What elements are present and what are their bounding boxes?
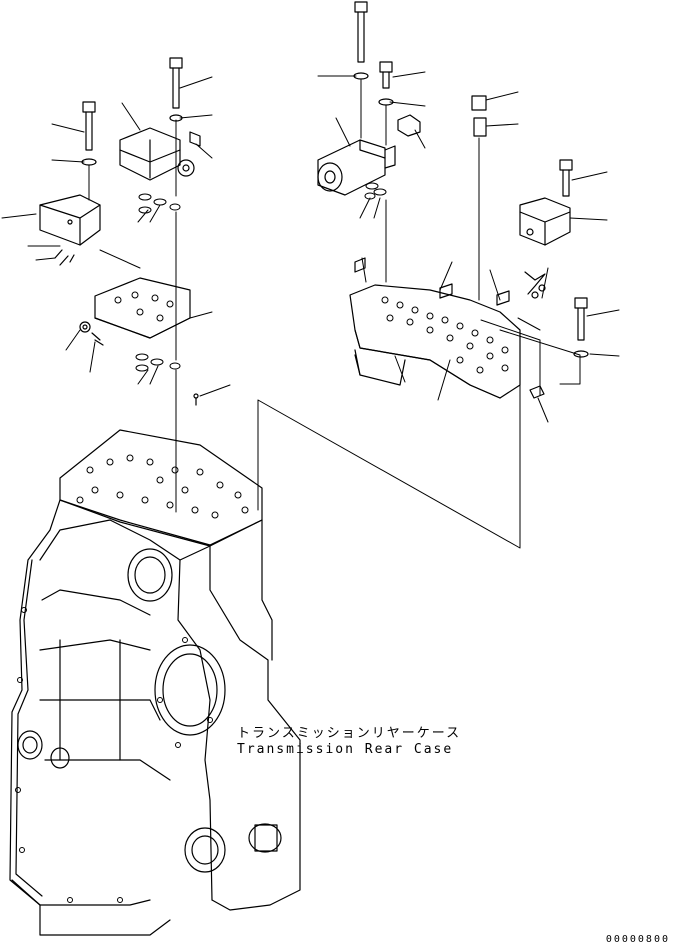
leader-lines: [1, 71, 620, 423]
page-number: 00000800: [605, 934, 670, 945]
caption-english: Transmission Rear Case: [237, 742, 454, 757]
left-valve-group: [39, 57, 201, 406]
caption-japanese: トランスミッションリヤーケース: [237, 726, 462, 741]
connector-lines: [88, 79, 581, 549]
transmission-rear-case: [9, 429, 301, 936]
right-valve-group: [317, 1, 589, 399]
